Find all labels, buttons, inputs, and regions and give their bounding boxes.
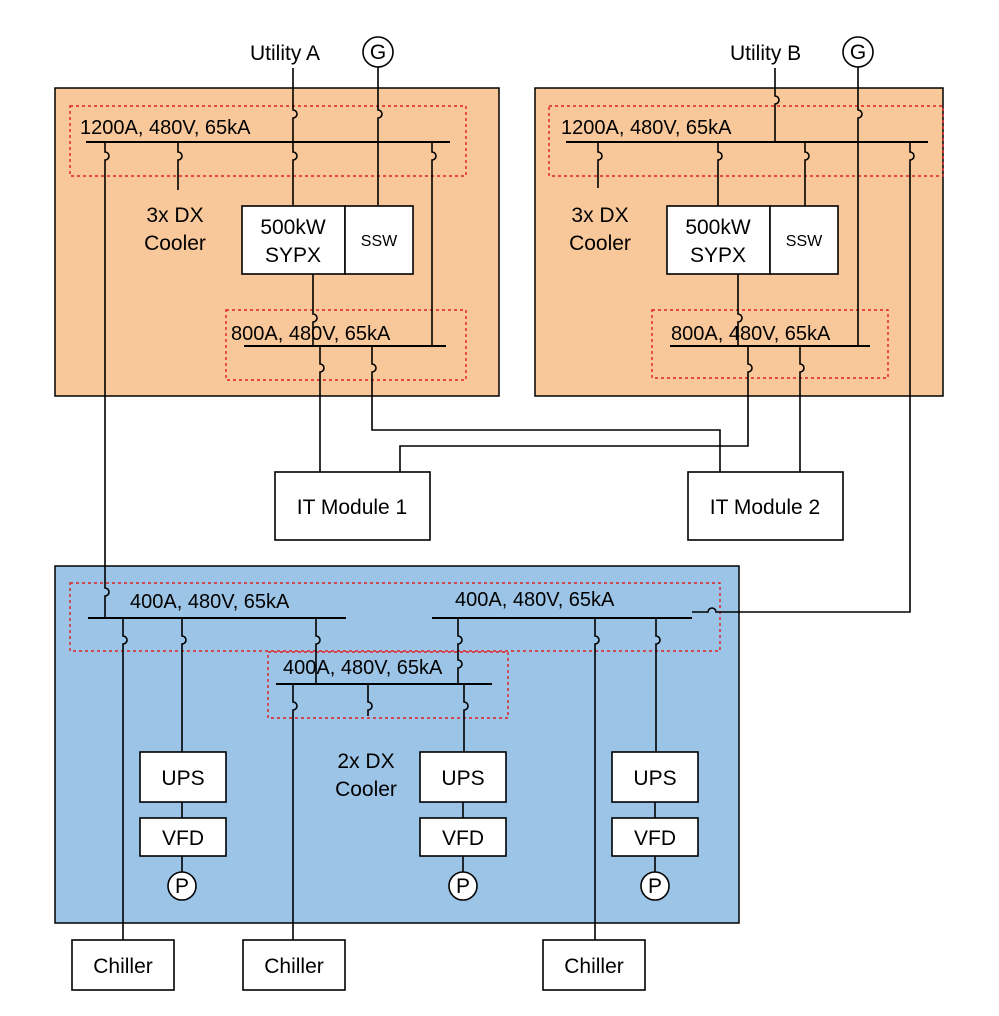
left-ssw-box <box>344 205 414 275</box>
ups-1-box <box>139 751 227 803</box>
it-module-1-label: IT Module 1 <box>297 496 408 519</box>
center-bus-label: 400A, 480V, 65kA <box>283 657 443 679</box>
bottom-bus-enclosure <box>69 582 721 652</box>
chiller-3-label: Chiller <box>564 955 624 978</box>
right-cooler-label-1: 3x DX <box>571 204 628 227</box>
ups-vfd-pump-stack-1: UPS VFD P <box>139 751 227 901</box>
left-feeder-to-cooling <box>104 142 110 618</box>
center-cooler-label-1: 2x DX <box>337 750 394 773</box>
left-feeder-dx <box>177 142 183 190</box>
generator-a-feed <box>377 67 383 205</box>
ups-vfd-pump-stack-2: UPS VFD P <box>419 751 507 901</box>
ups-vfd-pump-stack-3: UPS VFD P <box>611 751 699 901</box>
left-sub-feeder-2 <box>371 346 721 472</box>
left-cooler-label-2: Cooler <box>144 232 206 255</box>
left-sub-bus-enclosure <box>225 309 467 381</box>
chiller-1-feeder <box>122 618 128 940</box>
chiller-3-box <box>542 939 646 991</box>
ups-2-label: UPS <box>441 767 484 790</box>
it-module-1-box <box>274 471 431 541</box>
pump-1-symbol: P <box>175 875 189 898</box>
center-bus-tie <box>457 618 463 684</box>
pump-3-icon <box>640 871 670 901</box>
ups-1-feeder <box>181 618 187 752</box>
vfd-2-label: VFD <box>442 827 484 850</box>
vfd-3-box <box>611 817 699 857</box>
right-sub-bus-enclosure <box>651 309 889 379</box>
chiller-1-label: Chiller <box>93 955 153 978</box>
vfd-3-label: VFD <box>634 827 676 850</box>
chiller-3-feeder <box>594 618 600 940</box>
ups-2-feeder <box>463 684 469 752</box>
left-feeder-sypx <box>292 142 298 205</box>
right-ssw-label: SSW <box>786 233 823 250</box>
right-sypx-to-sub-bus <box>737 274 743 346</box>
generator-a-symbol: G <box>370 41 386 64</box>
ups-3-feeder <box>655 618 661 752</box>
generator-b-symbol: G <box>850 41 866 64</box>
chiller-2-box <box>242 939 346 991</box>
bottom-left-bus-label: 400A, 480V, 65kA <box>130 591 290 613</box>
utility-b-feed <box>774 68 780 142</box>
left-main-bus-enclosure <box>69 105 467 177</box>
pump-3-symbol: P <box>648 875 662 898</box>
left-sypx-label-2: SYPX <box>265 244 321 267</box>
center-bus-feeder <box>315 618 321 684</box>
left-sub-bus-label: 800A, 480V, 65kA <box>231 323 391 345</box>
it-module-2-label: IT Module 2 <box>710 496 821 519</box>
center-cooler-label-2: Cooler <box>335 778 397 801</box>
right-sypx-label-1: 500kW <box>685 216 751 239</box>
right-feeder-ssw <box>804 142 810 206</box>
utility-a-label: Utility A <box>250 42 320 65</box>
chiller-2-label: Chiller <box>264 955 324 978</box>
generator-b-feed <box>857 67 863 346</box>
left-cooler-label-1: 3x DX <box>146 204 203 227</box>
left-main-bus-label: 1200A, 480V, 65kA <box>80 117 251 139</box>
center-dx-feeder <box>367 684 373 716</box>
right-main-bus-label: 1200A, 480V, 65kA <box>561 117 732 139</box>
pump-1-icon <box>167 871 197 901</box>
cooling-panel <box>54 565 740 924</box>
right-main-bus-enclosure <box>548 105 944 177</box>
bottom-right-bus-label: 400A, 480V, 65kA <box>455 589 615 611</box>
right-feeder-to-cooling <box>692 142 915 613</box>
right-ssw-box <box>769 205 839 275</box>
left-feeder-bypass <box>431 142 437 346</box>
left-sypx-label-1: 500kW <box>260 216 326 239</box>
left-ssw-label: SSW <box>361 233 398 250</box>
ups-1-label: UPS <box>161 767 204 790</box>
left-sypx-to-sub-bus <box>312 274 318 346</box>
left-sypx-box <box>241 205 346 275</box>
chiller-2-feeder <box>292 684 298 940</box>
ups-3-label: UPS <box>633 767 676 790</box>
right-sub-feeder-1 <box>399 346 753 472</box>
ups-3-box <box>611 751 699 803</box>
left-sub-feeder-1 <box>319 346 325 472</box>
right-sub-feeder-2 <box>799 346 805 472</box>
pump-2-icon <box>448 871 478 901</box>
right-sub-bus-label: 800A, 480V, 65kA <box>671 323 831 345</box>
vfd-1-box <box>139 817 227 857</box>
right-feeder-sypx <box>717 142 723 206</box>
right-sypx-label-2: SYPX <box>690 244 746 267</box>
utility-b-label: Utility B <box>730 42 801 65</box>
center-bus-enclosure <box>267 651 509 719</box>
utility-a-feed <box>292 68 298 142</box>
right-feeder-dx <box>597 142 603 188</box>
it-module-2-box <box>687 471 844 541</box>
vfd-2-box <box>419 817 507 857</box>
right-cooler-label-2: Cooler <box>569 232 631 255</box>
pump-2-symbol: P <box>456 875 470 898</box>
vfd-1-label: VFD <box>162 827 204 850</box>
chiller-1-box <box>71 939 175 991</box>
